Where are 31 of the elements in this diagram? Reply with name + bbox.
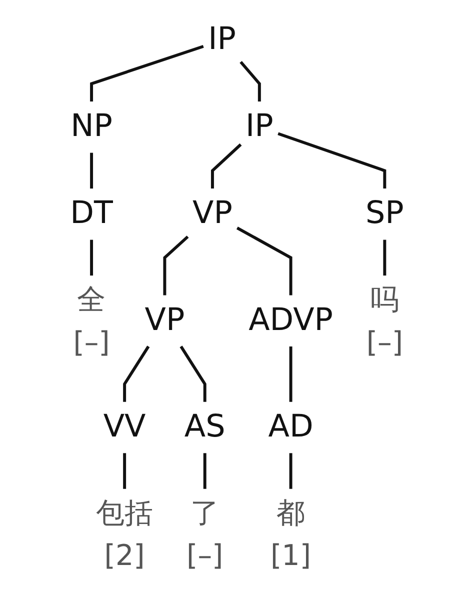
connector bbox=[289, 346, 292, 402]
connector bbox=[278, 132, 386, 189]
connector bbox=[123, 346, 150, 402]
connector bbox=[203, 453, 206, 489]
node-text: IP bbox=[245, 108, 274, 144]
node-text: ADVP bbox=[248, 302, 333, 338]
connector bbox=[210, 143, 242, 189]
node-text: 吗 [–] bbox=[366, 282, 403, 359]
node-text: AD bbox=[268, 409, 314, 445]
node-text: NP bbox=[70, 108, 112, 144]
connector bbox=[383, 240, 386, 276]
connector bbox=[240, 60, 261, 102]
connector bbox=[123, 453, 126, 489]
node-text: 包括 [2] bbox=[96, 496, 154, 572]
node-text: VP bbox=[192, 196, 232, 232]
connector bbox=[236, 226, 292, 296]
node-text: VV bbox=[103, 409, 146, 445]
connector bbox=[90, 44, 204, 102]
node-text: AS bbox=[184, 409, 226, 445]
node-text: IP bbox=[208, 22, 236, 58]
connector bbox=[180, 346, 206, 402]
connector bbox=[163, 236, 189, 296]
node-text: VP bbox=[144, 302, 185, 338]
node-text: DT bbox=[70, 196, 113, 232]
connector bbox=[90, 152, 94, 189]
connector bbox=[289, 453, 292, 489]
node-text: SP bbox=[366, 196, 404, 232]
node-text: 都 [1] bbox=[270, 496, 312, 572]
connector bbox=[90, 240, 94, 276]
node-text: 全 [–] bbox=[73, 282, 110, 359]
node-text: 了 [–] bbox=[186, 496, 224, 572]
